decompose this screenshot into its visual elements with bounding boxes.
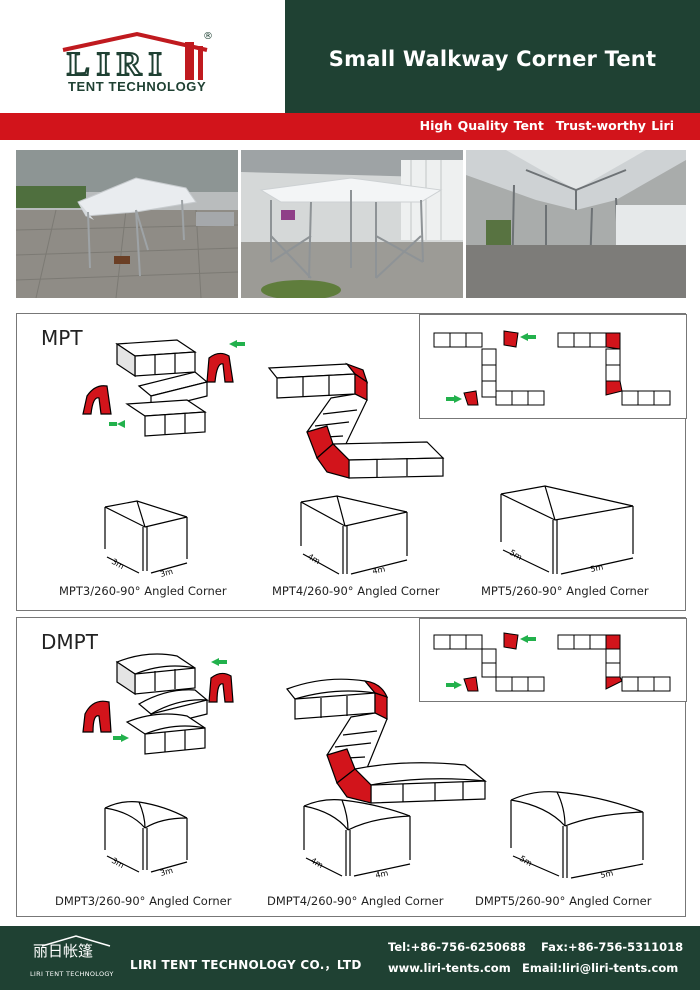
dmpt-exploded-diagram <box>82 653 234 755</box>
mpt-section: MPT <box>16 313 687 611</box>
tent-photo-3 <box>466 150 686 298</box>
liri-logo-icon: LIRI <box>62 31 208 80</box>
dim-label-left: 3m <box>110 856 126 870</box>
dmpt5-frame-diagram: 5m 5m <box>510 791 644 880</box>
caption-mpt5: MPT5/260-90° Angled Corner <box>481 584 649 598</box>
footer: 丽日帐篷 LIRI TENT TECHNOLOGY LIRI TENT TECH… <box>0 926 700 990</box>
section-label-mpt: MPT <box>41 326 83 350</box>
mpt-exploded-diagram <box>82 339 245 437</box>
footer-fax: Fax:+86-756-5311018 <box>541 940 684 954</box>
brand-letters: LIRI <box>67 46 169 80</box>
footer-logo-cn: 丽日帐篷 <box>33 942 94 960</box>
dim-label-left: 3m <box>110 557 126 571</box>
caption-dmpt4: DMPT4/260-90° Angled Corner <box>267 894 444 908</box>
dim-label-right: 4m <box>375 868 390 880</box>
dim-label-right: 4m <box>372 564 387 576</box>
dim-label-left: 5m <box>518 854 534 868</box>
dim-label-left: 4m <box>309 856 325 870</box>
tent-photo-2 <box>241 150 463 298</box>
caption-mpt4: MPT4/260-90° Angled Corner <box>272 584 440 598</box>
dmpt-plan-diagram <box>433 632 671 692</box>
mpt4-frame-diagram: 4m 4m <box>300 495 408 576</box>
footer-logo-en: LIRI TENT TECHNOLOGY <box>30 970 114 978</box>
caption-dmpt5: DMPT5/260-90° Angled Corner <box>475 894 652 908</box>
slogan-trust: Trust-worthy Liri <box>555 118 674 133</box>
mpt5-frame-diagram: 5m 5m <box>500 485 634 575</box>
footer-tel: Tel:+86-756-6250688 <box>388 940 526 954</box>
dmpt-plan-inset <box>419 618 687 702</box>
mpt-plan-inset <box>419 314 687 419</box>
dim-label-right: 3m <box>159 866 174 878</box>
page-title: Small Walkway Corner Tent <box>328 47 657 71</box>
dmpt-assembled-diagram <box>286 678 487 804</box>
slogan-quality: High Quality Tent <box>419 118 544 133</box>
dim-label-right: 5m <box>600 868 615 880</box>
registered-mark: ® <box>203 31 213 42</box>
mpt-plan-diagram <box>433 330 671 406</box>
dmpt3-frame-diagram: 3m 3m <box>104 801 188 878</box>
logo-subtitle: TENT TECHNOLOGY <box>68 79 207 94</box>
footer-roof-icon <box>41 935 111 947</box>
caption-mpt3: MPT3/260-90° Angled Corner <box>59 584 227 598</box>
header: LIRI ® TENT TECHNOLOGY Small Walkway Cor… <box>0 0 700 113</box>
dim-label-right: 5m <box>590 562 605 574</box>
mpt3-frame-diagram: 3m 3m <box>104 500 188 579</box>
mpt-assembled-diagram <box>267 362 445 479</box>
caption-dmpt3: DMPT3/260-90° Angled Corner <box>55 894 232 908</box>
footer-company: LIRI TENT TECHNOLOGY CO.，LTD <box>130 958 362 972</box>
footer-website[interactable]: www.liri-tents.com <box>388 961 511 975</box>
dmpt4-frame-diagram: 4m 4m <box>303 799 411 880</box>
dim-label-left: 5m <box>508 548 524 562</box>
slogan: High Quality Tent Trust-worthy Liri <box>420 118 674 133</box>
tent-photo-1 <box>16 150 238 298</box>
title-banner: Small Walkway Corner Tent <box>285 0 700 113</box>
section-label-dmpt: DMPT <box>41 630 98 654</box>
photo-strip <box>16 150 686 298</box>
logo: LIRI ® TENT TECHNOLOGY <box>0 0 285 113</box>
dim-label-left: 4m <box>306 552 322 566</box>
dmpt-section: DMPT <box>16 617 687 917</box>
dim-label-right: 3m <box>159 567 174 579</box>
slogan-bar: High Quality Tent Trust-worthy Liri <box>0 113 700 140</box>
footer-email[interactable]: Email:liri@liri-tents.com <box>522 961 679 975</box>
